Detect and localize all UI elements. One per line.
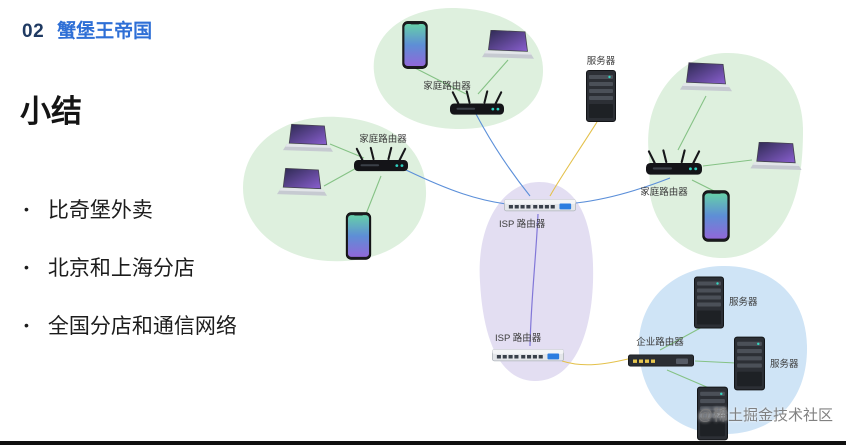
wan-link [475, 113, 531, 197]
lan-link [477, 59, 509, 95]
dc-server-icon [734, 336, 765, 391]
uplink [549, 121, 598, 197]
lan-link [694, 360, 737, 364]
phone-icon [345, 212, 372, 260]
bullet-marker: • [24, 259, 29, 275]
wan-link [575, 177, 671, 204]
home-router-left-label: 家庭路由器 [359, 133, 407, 145]
server-top-label: 服务器 [587, 55, 616, 67]
dc-server-icon [694, 276, 724, 329]
isp-router-top-icon [504, 199, 576, 212]
lan-link [329, 143, 365, 159]
bullet-text: 全国分店和通信网络 [47, 315, 237, 338]
lan-region-right [648, 52, 803, 259]
section-title: 蟹堡王帝国 [57, 21, 153, 42]
home-router-right-label: 家庭路由器 [640, 186, 688, 198]
lan-link [702, 159, 753, 167]
isp-region [479, 182, 594, 382]
bottom-bar [0, 441, 846, 445]
datacenter-region [638, 265, 808, 435]
page-title: 小结 [20, 94, 82, 129]
lan-link [365, 175, 382, 215]
bullet-text: 比奇堡外卖 [47, 199, 153, 222]
phone-icon [702, 190, 730, 242]
backbone-link [529, 213, 539, 347]
home-router-top-label: 家庭路由器 [423, 80, 471, 92]
enterprise-router-icon [628, 354, 694, 367]
dc-server-label: 服务器 [770, 358, 799, 370]
bullet-text: 北京和上海分店 [47, 257, 195, 280]
bullet-item: • 比奇堡外卖 [24, 194, 237, 224]
bullet-item: • 北京和上海分店 [24, 252, 237, 282]
server-top-icon [586, 70, 616, 122]
section-number: 02 [22, 21, 45, 42]
slide-header: 02 蟹堡王帝国 [22, 16, 152, 43]
lan-link [659, 325, 705, 351]
enterprise-router-label: 企业路由器 [636, 336, 684, 348]
wan-link [405, 169, 507, 205]
bullet-list: • 比奇堡外卖 • 北京和上海分店 • 全国分店和通信网络 [24, 194, 237, 368]
isp-router-bottom-icon [492, 349, 564, 362]
lan-link [323, 165, 361, 187]
isp-router-bottom-label: ISP 路由器 [495, 332, 542, 344]
lan-link [666, 369, 710, 389]
phone-icon [402, 20, 428, 70]
lan-link [414, 67, 467, 95]
lan-region-left [243, 116, 427, 262]
lan-link [691, 179, 717, 193]
bullet-marker: • [24, 317, 29, 333]
lan-link [677, 95, 707, 151]
watermark: @稀土掘金技术社区 [697, 407, 833, 424]
bullet-item: • 全国分店和通信网络 [24, 310, 237, 340]
bullet-marker: • [24, 201, 29, 217]
dc-server-label: 服务器 [729, 296, 758, 308]
isp-router-top-label: ISP 路由器 [499, 218, 546, 230]
uplink [561, 358, 629, 366]
